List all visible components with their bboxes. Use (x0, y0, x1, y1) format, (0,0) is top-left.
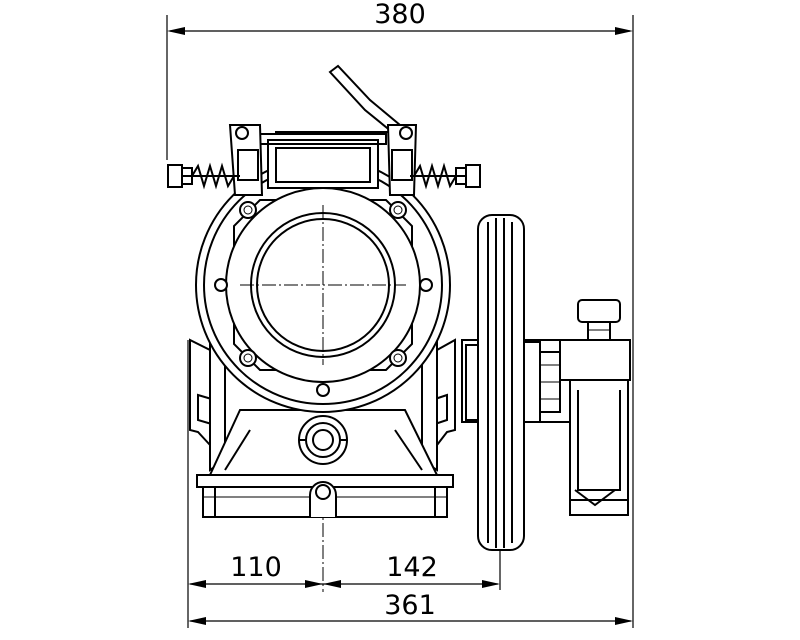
brake-spring-left (167, 162, 240, 190)
brake-spring-right (410, 162, 481, 190)
dimension-overall-top: 380 (166, 0, 634, 300)
dimension-label-bottom-mid: 142 (386, 552, 438, 583)
flange-bolt-holes (214, 201, 433, 397)
dimension-bottom-chain: 110 142 (187, 300, 634, 628)
dimension-label-bottom-left: 110 (230, 552, 282, 583)
brake-release-lever (328, 64, 402, 134)
traction-sheave (461, 214, 573, 551)
brake-assembly (167, 64, 481, 196)
outboard-bearing (559, 299, 631, 516)
dimension-label-overall-bottom: 361 (384, 590, 436, 621)
motor-flange (195, 157, 451, 413)
dimension-label-overall-top: 380 (374, 0, 426, 30)
dimension-overall-bottom: 361 (188, 590, 633, 625)
